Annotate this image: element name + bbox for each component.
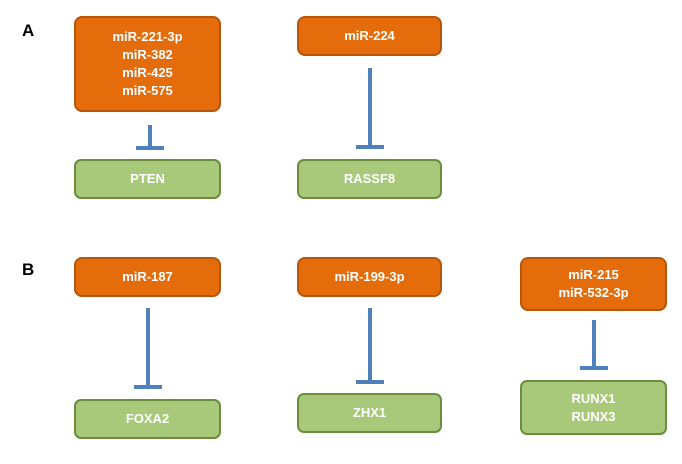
panel-label-a: A bbox=[22, 21, 35, 40]
mirna-label: miR-425 bbox=[122, 65, 173, 80]
target-label: RASSF8 bbox=[343, 171, 396, 186]
mirna-label: miR-215 bbox=[568, 267, 619, 282]
target-box-a2: RASSF8 bbox=[297, 159, 442, 199]
mirna-label: miR-199-3p bbox=[334, 269, 405, 284]
inhibition-arrow-b1 bbox=[134, 308, 162, 389]
target-box-b3: RUNX1 RUNX3 bbox=[520, 380, 667, 435]
inhibition-arrow-b3 bbox=[580, 320, 608, 370]
target-label: FOXA2 bbox=[125, 411, 170, 426]
target-label: ZHX1 bbox=[352, 405, 387, 420]
target-box-b2: ZHX1 bbox=[297, 393, 442, 433]
mirna-box-a1: miR-221-3p miR-382 miR-425 miR-575 bbox=[74, 16, 221, 112]
mirna-box-b1: miR-187 bbox=[74, 257, 221, 297]
target-label: PTEN bbox=[130, 171, 165, 186]
mirna-label: miR-187 bbox=[122, 269, 173, 284]
mirna-label: miR-575 bbox=[122, 83, 173, 98]
mirna-box-b3: miR-215 miR-532-3p bbox=[520, 257, 667, 311]
target-label: RUNX1 bbox=[571, 390, 616, 406]
target-box-a1: PTEN bbox=[74, 159, 221, 199]
inhibition-arrow-a2 bbox=[356, 68, 384, 149]
mirna-box-a2: miR-224 bbox=[297, 16, 442, 56]
mirna-label: miR-221-3p bbox=[112, 29, 183, 44]
inhibition-arrow-b2 bbox=[356, 308, 384, 384]
target-label: RUNX3 bbox=[571, 408, 616, 424]
inhibition-arrow-a1 bbox=[136, 125, 164, 150]
panel-label-b: B bbox=[22, 260, 35, 279]
mirna-box-b2: miR-199-3p bbox=[297, 257, 442, 297]
mirna-label: miR-532-3p bbox=[558, 285, 629, 300]
mirna-label: miR-382 bbox=[122, 47, 173, 62]
target-box-b1: FOXA2 bbox=[74, 399, 221, 439]
mirna-label: miR-224 bbox=[344, 28, 395, 43]
